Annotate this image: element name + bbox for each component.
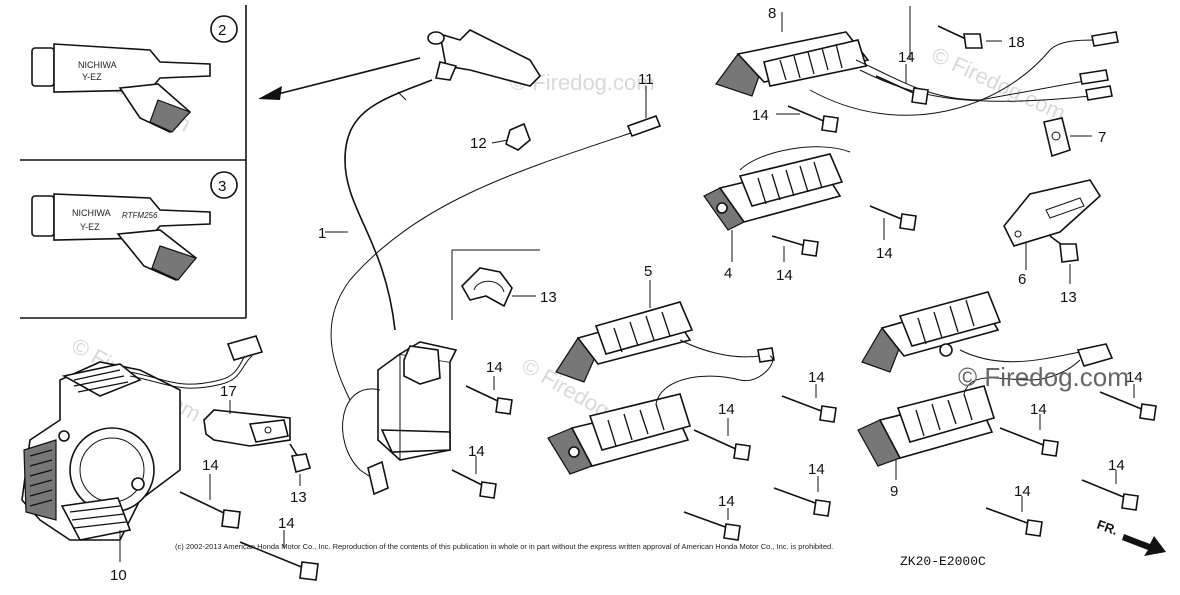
- stop-wire: 11: [330, 71, 662, 401]
- cap-model: Y-EZ: [82, 72, 102, 82]
- callout-3: 3: [218, 178, 226, 195]
- bolt-14-label: 14: [1030, 401, 1047, 418]
- reference-arrow: [258, 57, 421, 100]
- bolt-14: 14: [999, 401, 1059, 457]
- bolt-14: 14: [1081, 457, 1139, 511]
- bolt-14-label: 14: [468, 443, 485, 460]
- charge-coil-9: 9 © Firedog.com: [857, 291, 1129, 500]
- callout-11: 11: [638, 71, 654, 88]
- callout-7: 7: [1098, 129, 1106, 146]
- bolt-14: 14: [1099, 369, 1157, 421]
- bolt-13: 13: [289, 443, 311, 506]
- copyright-notice: (c) 2002-2013 American Honda Motor Co., …: [175, 542, 833, 551]
- callout-12: 12: [470, 135, 487, 152]
- callout-8: 8: [768, 5, 776, 22]
- bolt-14-label: 14: [808, 461, 825, 478]
- plug-cap-inset-2: 2 NICHIWA Y-EZ: [31, 15, 238, 133]
- ignition-coil-assembly: 1: [318, 29, 542, 496]
- bolt-14-label: 14: [486, 359, 503, 376]
- bolt-14-label: 14: [1126, 369, 1143, 386]
- stator-10: 10: [21, 335, 264, 584]
- bolt-14: 14: [239, 515, 319, 581]
- diagram-code: ZK20-E2000C: [900, 554, 986, 569]
- bolt-14-label: 14: [718, 401, 735, 418]
- bolt-14-label: 14: [1108, 457, 1125, 474]
- plug-cap-inset-3: 3 NICHIWA RTFM256 Y-EZ: [31, 171, 238, 281]
- callout-16: 13: [540, 289, 557, 306]
- callout-6: 6: [1018, 271, 1026, 288]
- callout-17: 17: [220, 383, 237, 400]
- bolt-14-label: 14: [718, 493, 735, 510]
- callout-1: 1: [318, 225, 326, 242]
- cap-brand: NICHIWA: [78, 60, 117, 70]
- watermark: © Firedog.com: [958, 362, 1129, 392]
- bolt-14-label: 14: [876, 245, 893, 262]
- callout-10: 10: [110, 567, 127, 584]
- callout-2: 2: [218, 22, 226, 39]
- bolt-14: 14: [985, 483, 1043, 537]
- bolt-14: 14: [781, 369, 837, 423]
- charge-coil-8: 8: [715, 5, 1119, 116]
- bolt-14-label: 14: [202, 457, 219, 474]
- bracket-17: 17 13: [203, 383, 311, 506]
- bolt-14: 14: [869, 205, 917, 262]
- bolt-13: 13: [1049, 235, 1079, 306]
- watermark: © Firedog.com: [928, 42, 1070, 126]
- grommet-16: 13: [451, 249, 557, 320]
- bolt-14: 14: [693, 401, 751, 461]
- bolt-14-label: 14: [776, 267, 793, 284]
- bolt-14-label: 14: [278, 515, 295, 532]
- callout-5: 5: [644, 263, 652, 280]
- callout-9: 9: [890, 483, 898, 500]
- plate-6: 6 13: [1003, 179, 1102, 306]
- front-direction-arrow: FR.: [1095, 517, 1166, 556]
- bolt-14-label: 14: [752, 107, 769, 124]
- charge-coil-4: 4: [703, 146, 851, 282]
- callout-18: 18: [1008, 34, 1025, 51]
- bolt-14-label: 14: [898, 49, 915, 66]
- bolt-14-label: 14: [1014, 483, 1031, 500]
- charge-coil-5: 5: [547, 263, 775, 475]
- bolt-14: 14: [875, 49, 929, 105]
- bolt-14: 14: [771, 235, 819, 284]
- bolt-14: 14: [773, 461, 831, 517]
- cap-part-number: RTFM256: [122, 211, 158, 220]
- callout-4: 4: [724, 265, 732, 282]
- bolt-14-label: 14: [808, 369, 825, 386]
- front-label: FR.: [1095, 517, 1120, 538]
- bolt-18: 18: [937, 25, 1025, 51]
- bolts-14: 14 14 14 14 14 14 14 14 14 14 14 14 14 1…: [179, 49, 1157, 581]
- inset-frame: [20, 5, 247, 319]
- bolt-14: 14: [451, 443, 497, 499]
- callout-13: 13: [290, 489, 307, 506]
- bolt-14: 14: [683, 493, 741, 541]
- callout-13: 13: [1060, 289, 1077, 306]
- bolt-14: 14: [465, 359, 513, 415]
- cap-brand: NICHIWA: [72, 208, 111, 218]
- cap-model: Y-EZ: [80, 222, 100, 232]
- bolt-14: 14: [752, 105, 839, 133]
- wire-clip-12: 12: [470, 122, 531, 152]
- clamp-7: 7: [1043, 117, 1106, 158]
- bolt-14: 14: [179, 457, 241, 529]
